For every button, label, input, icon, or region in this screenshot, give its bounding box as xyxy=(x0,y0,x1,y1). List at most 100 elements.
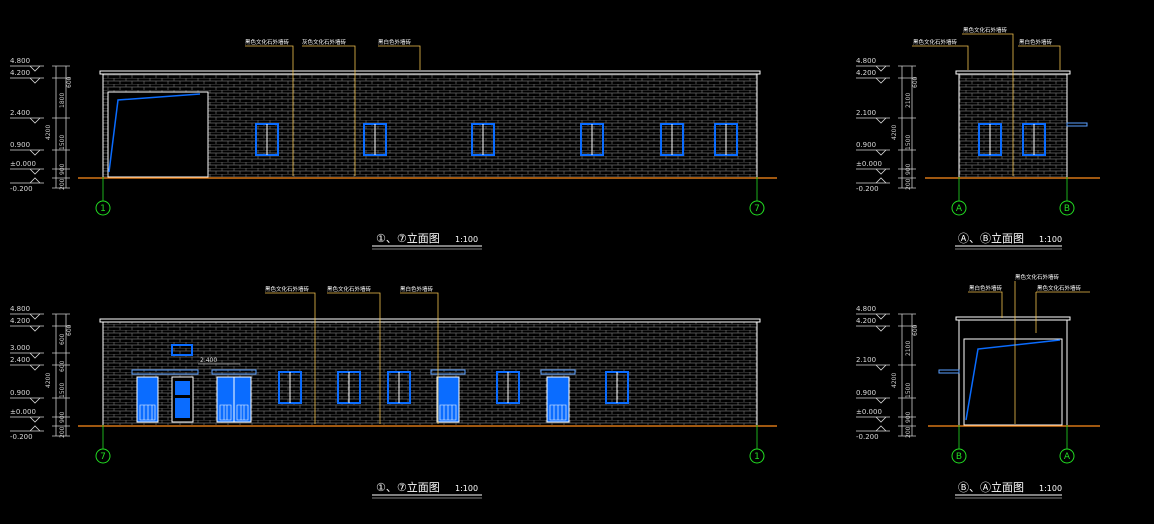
drawing-scale: 1:100 xyxy=(455,235,478,244)
level-label: -0.200 xyxy=(10,185,33,193)
door xyxy=(430,369,466,423)
material-note: 黑色文化石外墙砖 xyxy=(913,38,958,46)
axis-label: 1 xyxy=(754,452,760,462)
drawing-title-text: ①、⑦立面图 xyxy=(376,231,440,245)
level-triangles xyxy=(856,65,890,184)
dimension-texts: 600 600 4200 600 1500 900 200 xyxy=(45,324,73,438)
dimension-label: 200 xyxy=(905,426,912,438)
axis-label: B xyxy=(1064,204,1070,214)
axis-label: B xyxy=(956,452,962,462)
material-note: 黑色文化石外墙砖 xyxy=(963,26,1008,34)
dimension-label: 4200 xyxy=(45,373,52,388)
level-label: 2.100 xyxy=(856,109,876,117)
material-leaders xyxy=(245,45,421,176)
dimension-chain xyxy=(898,313,916,437)
axis-markers: B A xyxy=(951,425,1075,464)
level-label: -0.200 xyxy=(856,185,879,193)
axis-markers: A B xyxy=(951,177,1075,216)
drawing-title: Ⓑ、Ⓐ立面图 1:100 xyxy=(955,480,1062,499)
axis-label: A xyxy=(1064,452,1071,462)
dimension-texts: 600 1800 4200 1500 900 200 xyxy=(45,76,73,190)
material-leaders xyxy=(912,33,1061,176)
material-notes: 黑色文化石外墙砖 黑色文化石外墙砖 黑白色外墙砖 xyxy=(913,26,1053,46)
material-leaders xyxy=(265,292,439,424)
material-notes: 黑色文化石外墙砖 黑色文化石外墙砖 黑白色外墙砖 xyxy=(265,285,434,293)
elevation-1-7-top: 黑色文化石外墙砖 灰色文化石外墙砖 黑白色外墙砖 4.800 4.200 2.4… xyxy=(10,38,777,250)
material-note: 黑色文化石外墙砖 xyxy=(265,285,310,293)
windows-row xyxy=(278,371,629,404)
dimension-label: 900 xyxy=(59,163,66,175)
material-note: 黑白色外墙砖 xyxy=(1019,38,1053,46)
window xyxy=(580,123,604,156)
material-notes: 黑白色外墙砖 黑色文化石外墙砖 黑色文化石外墙砖 xyxy=(969,273,1082,292)
building-frame xyxy=(955,316,1071,426)
dimension-label: 200 xyxy=(905,178,912,190)
drawing-title-text: ①、⑦立面图 xyxy=(376,480,440,494)
side-canopy xyxy=(1066,122,1088,127)
level-label: 4.200 xyxy=(856,69,876,77)
level-label: 4.800 xyxy=(10,305,30,313)
dimension-chain xyxy=(52,65,70,189)
drawing-title-text: Ⓑ、Ⓐ立面图 xyxy=(958,480,1024,494)
window xyxy=(255,123,279,156)
level-label: 0.900 xyxy=(856,389,876,397)
window xyxy=(1022,123,1046,156)
level-marks: 4.800 4.200 2.100 0.900 ±0.000 -0.200 xyxy=(856,305,882,441)
doors xyxy=(131,369,576,423)
drawing-scale: 1:100 xyxy=(455,484,478,493)
large-opening xyxy=(107,91,209,178)
axis-markers: 1 7 xyxy=(95,177,765,216)
material-notes: 黑色文化石外墙砖 灰色文化石外墙砖 黑白色外墙砖 xyxy=(245,38,412,46)
drawing-title: ①、⑦立面图 1:100 xyxy=(372,480,482,499)
drawing-title-text: Ⓐ、Ⓑ立面图 xyxy=(958,231,1024,245)
dimension-label: 4200 xyxy=(891,125,898,140)
material-note: 黑色文化石外墙砖 xyxy=(327,285,372,293)
elevation-b-a-bottom: 黑白色外墙砖 黑色文化石外墙砖 黑色文化石外墙砖 4.800 4.200 2.1… xyxy=(856,273,1100,499)
dimension-chain xyxy=(898,65,916,189)
window xyxy=(387,371,411,404)
windows-row xyxy=(978,123,1046,156)
dimension-label: 600 xyxy=(912,76,919,88)
level-label: 3.000 xyxy=(10,344,30,352)
dimension-label: 600 xyxy=(66,324,73,336)
axis-label: A xyxy=(956,204,963,214)
door xyxy=(131,369,199,423)
level-triangles xyxy=(10,65,44,184)
level-marks: 4.800 4.200 3.000 2.400 0.900 ±0.000 -0.… xyxy=(10,305,36,441)
dimension-label: 600 xyxy=(912,324,919,336)
level-triangles xyxy=(856,313,890,432)
dimension-texts: 600 2100 4200 1500 900 200 xyxy=(891,76,919,190)
level-label: 4.200 xyxy=(856,317,876,325)
level-label: 4.800 xyxy=(10,57,30,65)
level-marks: 4.800 4.200 2.100 0.900 ±0.000 -0.200 xyxy=(856,57,882,193)
dimension-label: 900 xyxy=(905,411,912,423)
level-label: 4.200 xyxy=(10,69,30,77)
level-label: 0.900 xyxy=(856,141,876,149)
axis-label: 7 xyxy=(754,204,760,214)
level-label: 2.400 xyxy=(10,109,30,117)
level-label: 4.800 xyxy=(856,305,876,313)
level-label: -0.200 xyxy=(10,433,33,441)
material-note: 黑白色外墙砖 xyxy=(378,38,412,46)
axis-label: 7 xyxy=(100,452,106,462)
material-note: 黑白色外墙砖 xyxy=(400,285,434,293)
window xyxy=(471,123,495,156)
building-wall xyxy=(99,318,761,425)
dimension-label: 600 xyxy=(59,333,66,345)
dimension-label: 1500 xyxy=(59,135,66,150)
level-label: ±0.000 xyxy=(856,160,882,168)
window xyxy=(605,371,629,404)
dimension-label: 200 xyxy=(59,178,66,190)
axis-label: 1 xyxy=(100,204,106,214)
level-triangles xyxy=(10,313,44,432)
material-leaders xyxy=(968,281,1090,424)
dimension-label: 1500 xyxy=(905,135,912,150)
dimension-label: 600 xyxy=(66,76,73,88)
level-label: ±0.000 xyxy=(10,160,36,168)
level-label: ±0.000 xyxy=(10,408,36,416)
level-label: ±0.000 xyxy=(856,408,882,416)
drawing-title: Ⓐ、Ⓑ立面图 1:100 xyxy=(955,231,1062,250)
windows-row xyxy=(255,123,738,156)
